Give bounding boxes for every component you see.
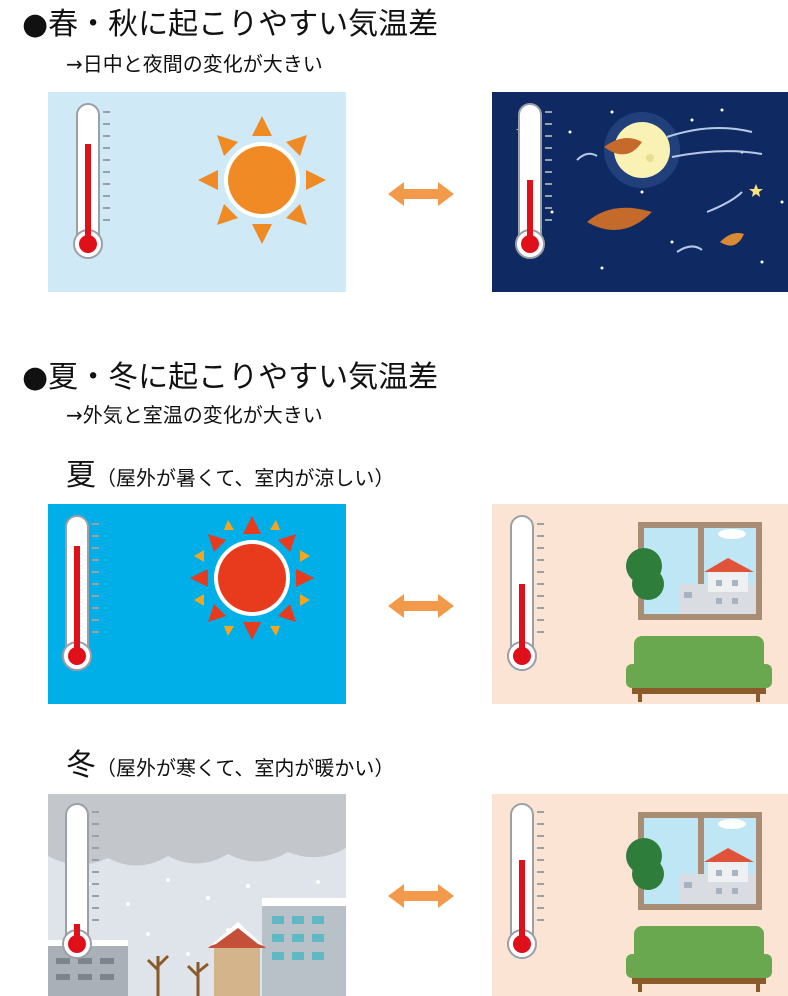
sun-icon [190, 516, 314, 640]
thermometer-icon [62, 803, 99, 959]
summer-indoor-illustration [492, 504, 788, 704]
summer-note: （屋外が暑くて、室内が涼しい） [96, 466, 395, 490]
thermometer-icon [62, 515, 99, 671]
sun-icon [198, 116, 326, 244]
thermometer-icon [73, 103, 110, 259]
thermometer-icon [515, 103, 552, 259]
summer-title: 夏 [66, 458, 96, 493]
summer-label: 夏（屋外が暑くて、室内が涼しい） [66, 450, 394, 494]
daytime-illustration [48, 92, 346, 292]
left-right-arrow-icon [388, 884, 454, 908]
night-illustration [492, 92, 788, 292]
winter-note: （屋外が寒くて、室内が暖かい） [96, 756, 395, 780]
winter-indoor-illustration [492, 794, 788, 996]
winter-title: 冬 [66, 748, 96, 783]
left-right-arrow-icon [388, 594, 454, 618]
thermometer-icon [507, 803, 544, 959]
summer-outdoor-illustration [48, 504, 346, 704]
left-right-arrow-icon [388, 182, 454, 206]
window-icon [626, 812, 762, 910]
thermometer-icon [507, 515, 544, 671]
winter-outdoor-illustration [48, 794, 346, 996]
section1-subheading: →日中と夜間の変化が大きい [66, 52, 323, 76]
section1-heading: ●春・秋に起こりやすい気温差 [22, 7, 439, 42]
sofa-icon [626, 636, 772, 702]
section2-subheading: →外気と室温の変化が大きい [66, 403, 323, 427]
section2-heading: ●夏・冬に起こりやすい気温差 [22, 360, 439, 395]
sofa-icon [626, 926, 772, 992]
window-icon [626, 522, 762, 620]
winter-label: 冬（屋外が寒くて、室内が暖かい） [66, 740, 394, 784]
